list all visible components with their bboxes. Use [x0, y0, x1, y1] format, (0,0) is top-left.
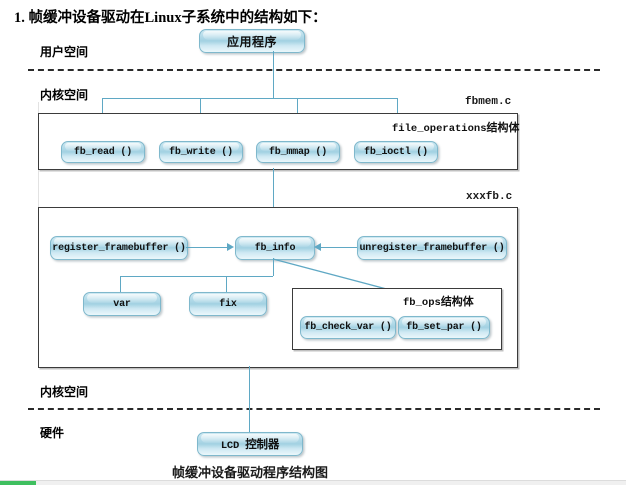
node-fb-mmap[interactable]: fb_mmap (): [256, 141, 340, 163]
divider-kernel-hardware: [28, 408, 600, 410]
zone-label-hardware: 硬件: [40, 426, 65, 440]
node-var[interactable]: var: [83, 292, 161, 316]
filebox-title-fbmem: fbmem.c: [465, 96, 512, 108]
struct-label-file-operations-cjk: 结构体: [486, 122, 520, 134]
struct-label-fb-ops-cjk: 结构体: [440, 296, 474, 308]
node-lcd-controller-label: LCD 控制器: [220, 436, 280, 452]
node-fix[interactable]: fix: [189, 292, 267, 316]
node-fb-info[interactable]: fb_info: [235, 236, 315, 260]
node-fb-ioctl-label: fb_ioctl (): [364, 146, 428, 158]
struct-label-fb-ops-code: fb_ops: [403, 297, 441, 309]
connector-register-to-fb-info: [186, 247, 227, 248]
node-fb-ioctl[interactable]: fb_ioctl (): [354, 141, 438, 163]
node-register-framebuffer[interactable]: register_framebuffer (): [50, 236, 188, 260]
node-application[interactable]: 应用程序: [199, 29, 305, 53]
node-fb-mmap-label: fb_mmap (): [268, 146, 327, 158]
node-fb-check-var-label: fb_check_var (): [304, 322, 392, 333]
node-fb-check-var[interactable]: fb_check_var (): [300, 316, 396, 339]
node-lcd-controller-cjk: 控制器: [245, 439, 280, 451]
connector-kernel-bus: [102, 98, 398, 99]
arrow-register-to-fb-info: [227, 243, 234, 251]
node-fix-label: fix: [219, 298, 237, 310]
page-progress-accent: [0, 481, 36, 485]
zone-label-kernel-space-bottom: 内核空间: [40, 385, 89, 399]
connector-unregister-to-fb-info: [320, 247, 357, 248]
divider-user-kernel: [28, 69, 600, 71]
node-application-label: 应用程序: [226, 34, 277, 49]
connector-xxxfb-to-lcd: [249, 366, 250, 432]
node-fb-read-label: fb_read (): [73, 146, 132, 158]
node-fb-set-par[interactable]: fb_set_par (): [398, 316, 490, 339]
node-fb-write-label: fb_write (): [169, 146, 233, 158]
struct-label-file-operations: file_operations结构体: [392, 119, 520, 135]
connector-bus-to-var: [120, 276, 121, 292]
struct-label-file-operations-code: file_operations: [392, 123, 487, 135]
node-register-framebuffer-label: register_framebuffer (): [52, 242, 186, 254]
struct-label-fb-ops: fb_ops结构体: [403, 293, 474, 309]
node-unregister-framebuffer-label: unregister_framebuffer (): [359, 242, 505, 254]
connector-bus-to-fix: [226, 276, 227, 292]
zone-label-kernel-space-top: 内核空间: [40, 88, 89, 102]
node-fb-info-label: fb_info: [254, 242, 296, 254]
node-fb-write[interactable]: fb_write (): [159, 141, 243, 163]
arrow-unregister-to-fb-info: [314, 243, 321, 251]
node-unregister-framebuffer[interactable]: unregister_framebuffer (): [357, 236, 507, 260]
filebox-title-xxxfb: xxxfb.c: [466, 191, 513, 203]
node-var-label: var: [113, 298, 131, 310]
connector-fb-info-down: [273, 258, 274, 276]
page-bottom-bar: [0, 480, 626, 485]
zone-label-user-space: 用户空间: [40, 45, 89, 59]
connector-fb-info-to-fb-ops: [272, 258, 399, 293]
node-fb-set-par-label: fb_set_par (): [406, 322, 482, 333]
node-fb-read[interactable]: fb_read (): [61, 141, 145, 163]
node-lcd-controller[interactable]: LCD 控制器: [197, 432, 303, 456]
figure-caption: 帧缓冲设备驱动程序结构图: [172, 465, 329, 480]
node-lcd-controller-code: LCD: [220, 440, 240, 452]
connector-var-fix-bus: [120, 276, 273, 277]
connector-fbmem-to-fb-info: [273, 168, 274, 236]
page-title: 1. 帧缓冲设备驱动在Linux子系统中的结构如下：: [14, 10, 327, 26]
connector-app-to-bus: [273, 51, 274, 98]
